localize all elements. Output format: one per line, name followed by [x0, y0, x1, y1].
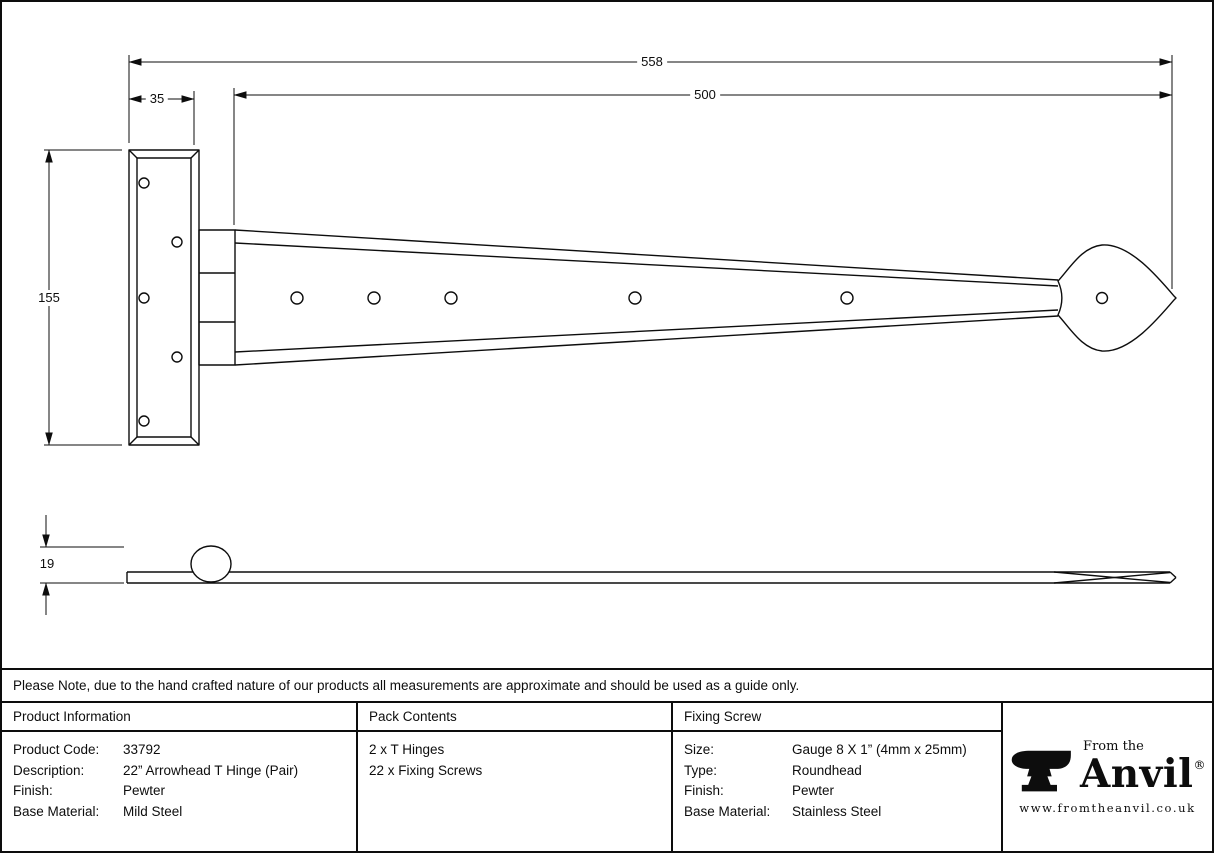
base-material-label: Base Material: [13, 803, 100, 819]
hinge-top-view [128, 149, 1177, 446]
description-label: Description: [13, 762, 85, 778]
screw-base-material-row: Base Material: Stainless Steel [684, 802, 990, 823]
screw-type-row: Type: Roundhead [684, 761, 990, 782]
fixing-screw-body: Size: Gauge 8 X 1” (4mm x 25mm) Type: Ro… [673, 732, 1001, 851]
product-information-header: Product Information [2, 703, 356, 732]
pack-contents-item: 22 x Fixing Screws [369, 762, 483, 778]
hinge-side-view [126, 545, 1177, 584]
dim-plate-width: 35 [145, 91, 169, 107]
fixing-screw-column: Fixing Screw Size: Gauge 8 X 1” (4mm x 2… [673, 703, 1003, 851]
finish-label: Finish: [13, 783, 53, 798]
description-value: 22” Arrowhead T Hinge (Pair) [123, 762, 299, 778]
finish-row: Finish: Pewter [13, 781, 345, 802]
description-row: Description: 22” Arrowhead T Hinge (Pair… [13, 761, 345, 782]
fixing-screw-header: Fixing Screw [673, 703, 1001, 732]
product-code-row: Product Code: 33792 [13, 740, 345, 761]
brand-column: From the Anvil® www.fromtheanvil.co.uk [1003, 703, 1212, 851]
screw-finish-row: Finish: Pewter [684, 781, 990, 802]
measurement-note: Please Note, due to the hand crafted nat… [2, 668, 1212, 701]
screw-size-label: Size: [684, 742, 715, 757]
screw-type-value: Roundhead [792, 762, 862, 778]
screw-base-material-label: Base Material: [684, 803, 771, 819]
dim-strap-length: 500 [690, 87, 720, 103]
dim-plate-height: 155 [34, 290, 64, 306]
hinge-drawing-svg [40, 55, 1177, 615]
screw-finish-label: Finish: [684, 783, 724, 798]
dimension-lines [40, 55, 1173, 615]
technical-drawing: 558 500 35 155 19 [2, 2, 1212, 668]
measurement-note-text: Please Note, due to the hand crafted nat… [13, 678, 800, 693]
product-information-column: Product Information Product Code: 33792 … [2, 703, 358, 851]
screw-size-value: Gauge 8 X 1” (4mm x 25mm) [792, 742, 967, 757]
base-material-row: Base Material: Mild Steel [13, 802, 345, 823]
screw-size-row: Size: Gauge 8 X 1” (4mm x 25mm) [684, 740, 990, 761]
product-code-value: 33792 [123, 742, 161, 757]
screw-finish-value: Pewter [792, 783, 835, 798]
brand-tagline: From the [1083, 738, 1144, 754]
pack-contents-body: 2 x T Hinges 22 x Fixing Screws [358, 732, 671, 851]
dim-overall-length: 558 [637, 54, 667, 70]
pack-contents-column: Pack Contents 2 x T Hinges 22 x Fixing S… [358, 703, 673, 851]
pack-contents-header: Pack Contents [358, 703, 671, 732]
anvil-icon [1011, 750, 1071, 791]
pack-contents-item: 2 x T Hinges [369, 742, 445, 757]
product-code-label: Product Code: [13, 742, 100, 757]
registered-mark: ® [1193, 757, 1206, 772]
anvil-logo: From the Anvil® www.fromtheanvil.co.uk [1009, 740, 1206, 815]
screw-type-label: Type: [684, 762, 718, 778]
screw-base-material-value: Stainless Steel [792, 803, 882, 819]
info-table: Product Information Product Code: 33792 … [2, 701, 1212, 851]
finish-value: Pewter [123, 783, 166, 798]
base-material-value: Mild Steel [123, 803, 183, 819]
brand-name: Anvil [1080, 750, 1194, 797]
product-information-body: Product Code: 33792 Description: 22” Arr… [2, 732, 356, 851]
dim-thickness: 19 [35, 556, 59, 572]
brand-website: www.fromtheanvil.co.uk [1019, 800, 1196, 815]
